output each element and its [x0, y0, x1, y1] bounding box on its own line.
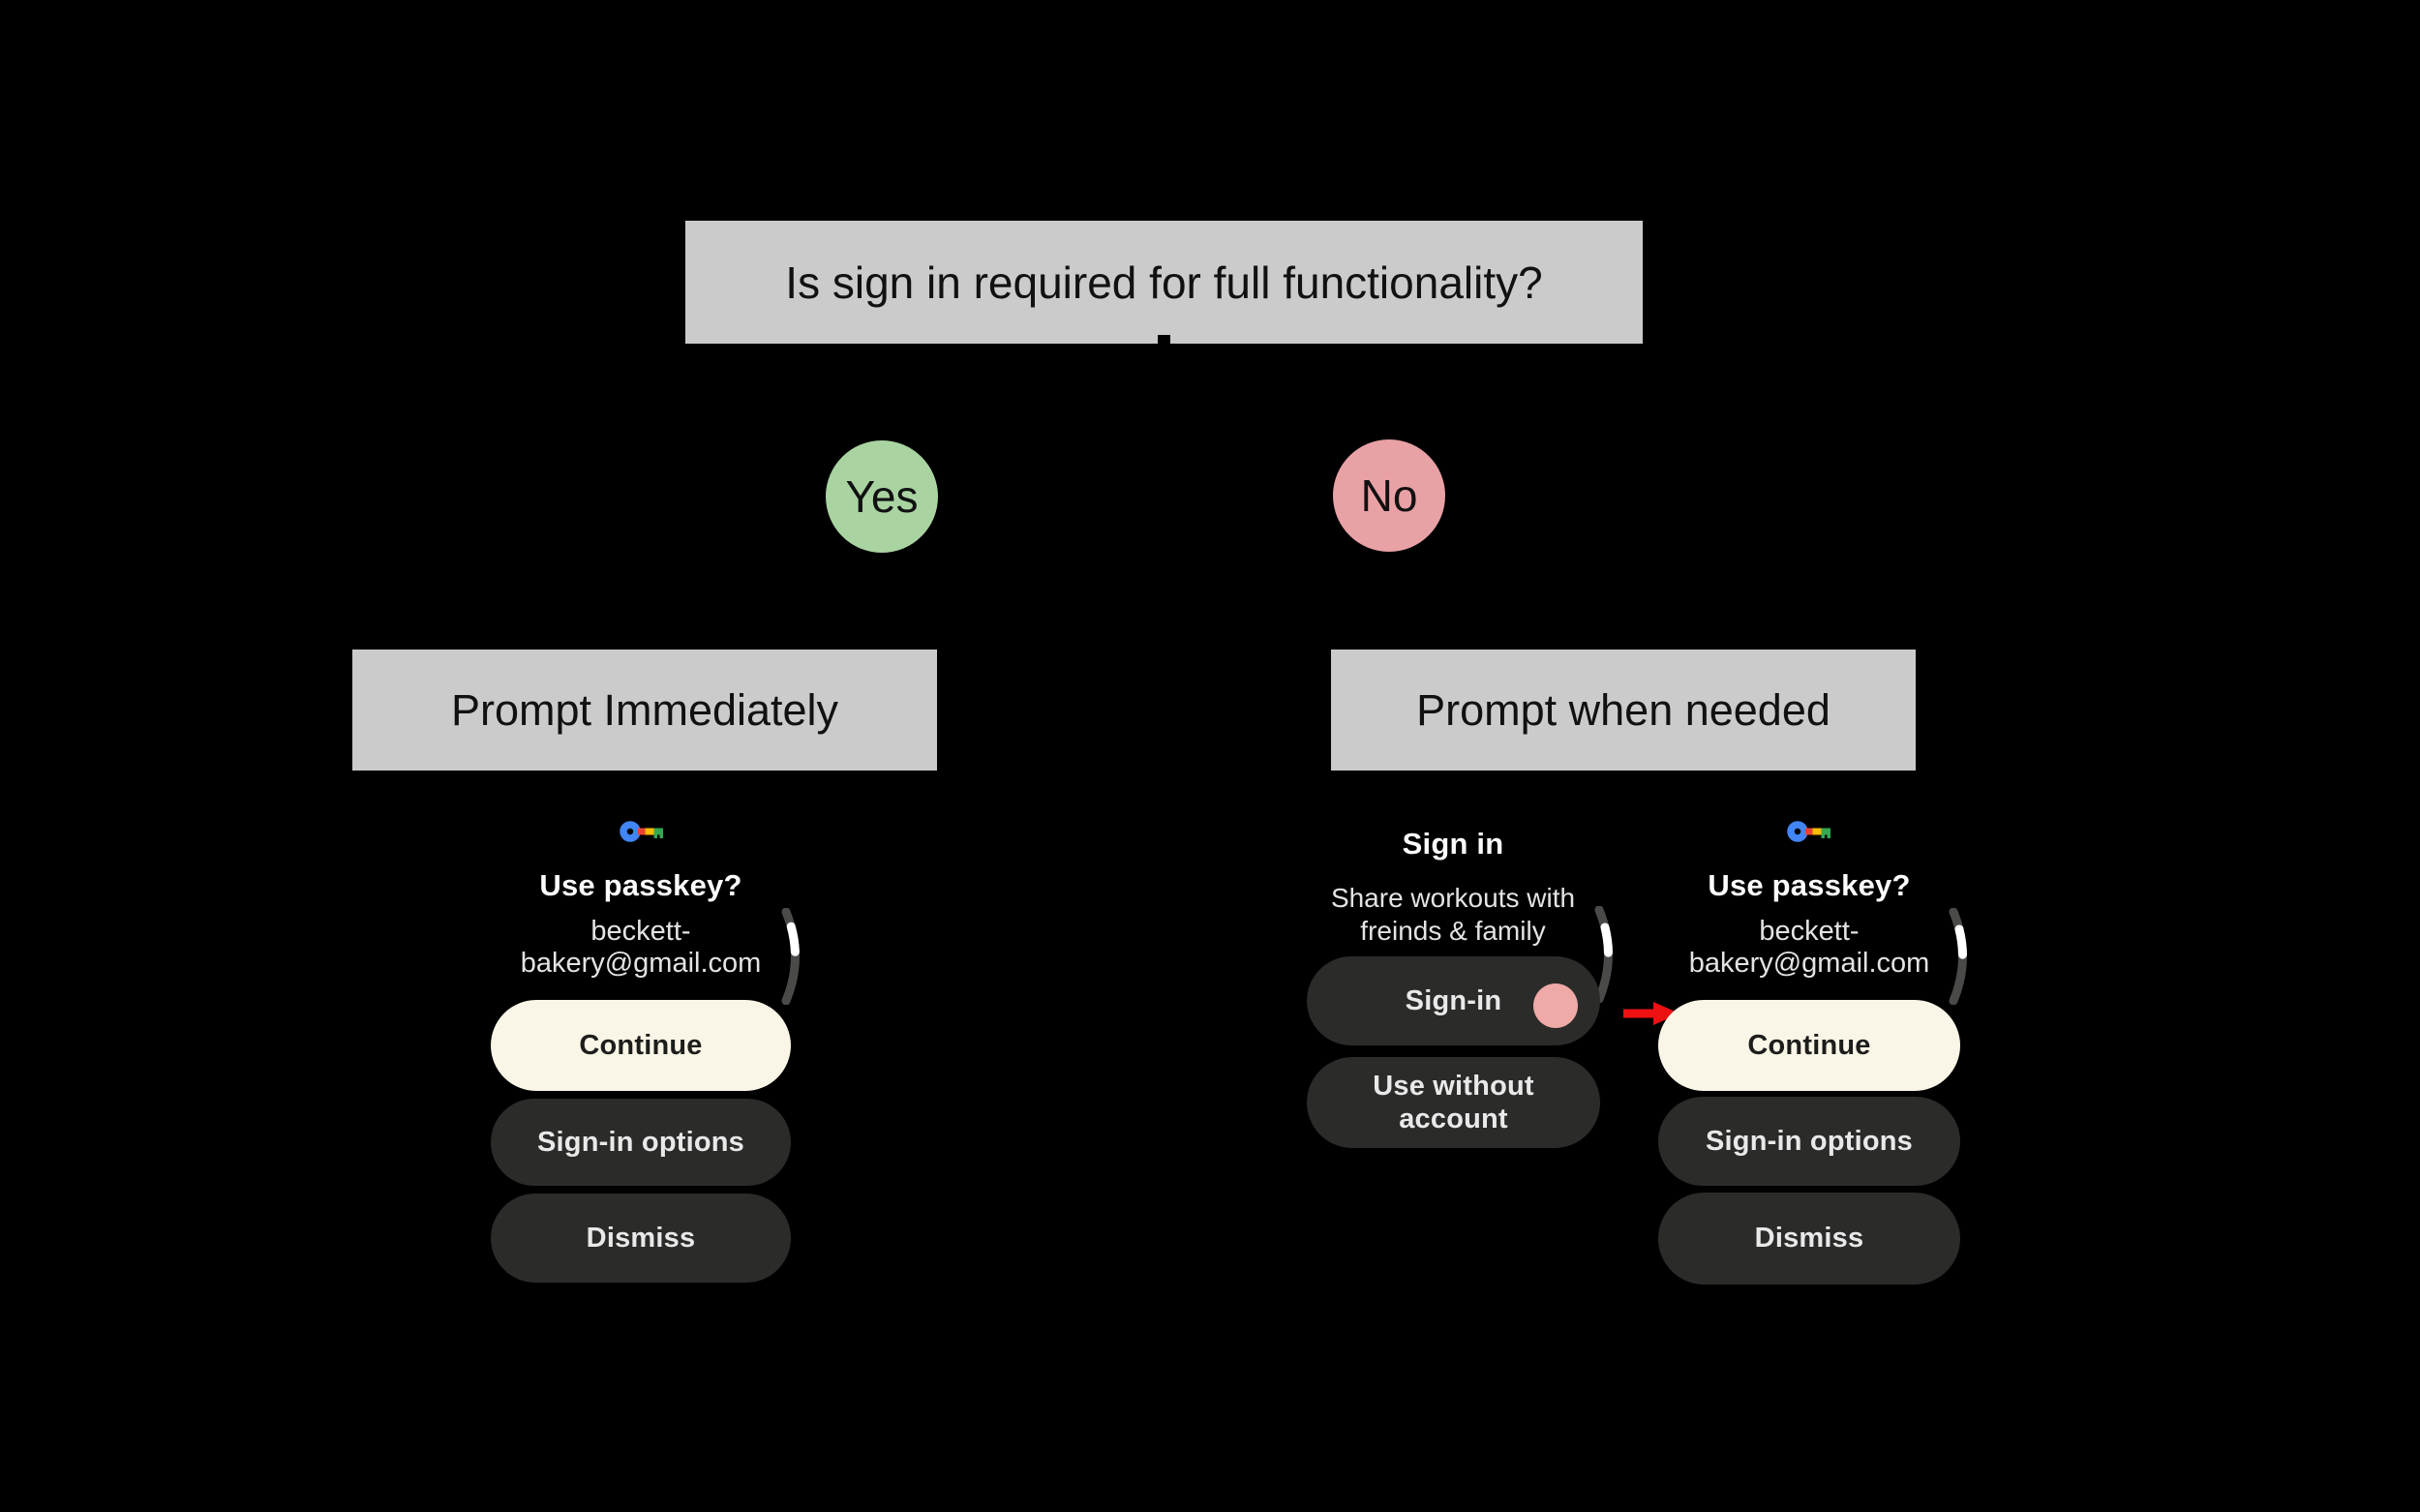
passkey-key-icon — [620, 821, 663, 842]
email-line1: beckett- — [590, 916, 691, 947]
use-without-account-label: Use without account — [1373, 1071, 1534, 1134]
use-without-account-button[interactable]: Use without account — [1307, 1057, 1600, 1148]
yes-label: Yes — [845, 471, 919, 522]
branch-box-prompt-when-needed: Prompt when needed — [1331, 650, 1916, 771]
dismiss-button[interactable]: Dismiss — [1658, 1193, 1960, 1285]
branch-box-prompt-immediately: Prompt Immediately — [352, 650, 937, 771]
sign-in-options-button[interactable]: Sign-in options — [1658, 1097, 1960, 1186]
question-box: Is sign in required for full functionali… — [685, 221, 1643, 344]
email-line1: beckett- — [1759, 916, 1860, 947]
scroll-indicator — [1594, 906, 1613, 1003]
sign-in-subtitle: Share workouts with freinds & family — [1293, 882, 1613, 948]
dismiss-button[interactable]: Dismiss — [491, 1194, 791, 1283]
question-text: Is sign in required for full functionali… — [785, 257, 1543, 308]
sign-in-title: Sign in — [1402, 827, 1504, 861]
branch-yes-text: Prompt Immediately — [450, 684, 839, 735]
account-email: beckett- bakery@gmail.com — [1649, 916, 1969, 980]
email-line2: bakery@gmail.com — [520, 948, 762, 979]
sign-in-label: Sign-in — [1405, 984, 1502, 1016]
continue-button[interactable]: Continue — [491, 1000, 791, 1091]
scroll-indicator — [781, 908, 800, 1005]
continue-label: Continue — [579, 1029, 703, 1061]
dismiss-label: Dismiss — [586, 1222, 696, 1254]
dismiss-label: Dismiss — [1754, 1223, 1864, 1254]
continue-label: Continue — [1747, 1029, 1871, 1061]
no-node: No — [1333, 439, 1445, 552]
scroll-indicator — [1949, 908, 1967, 1005]
sign-in-options-button[interactable]: Sign-in options — [491, 1099, 791, 1186]
continue-button[interactable]: Continue — [1658, 1000, 1960, 1091]
account-email: beckett- bakery@gmail.com — [481, 916, 801, 980]
sign-in-options-label: Sign-in options — [536, 1126, 744, 1158]
no-label: No — [1360, 470, 1418, 521]
sign-in-options-label: Sign-in options — [1705, 1125, 1913, 1157]
subtitle-line1: Share workouts with — [1330, 883, 1576, 913]
passkey-title: Use passkey? — [539, 868, 742, 902]
connector-stub — [1158, 335, 1170, 344]
passkey-title: Use passkey? — [1708, 868, 1911, 902]
branch-no-text: Prompt when needed — [1416, 684, 1830, 735]
email-line2: bakery@gmail.com — [1688, 948, 1930, 979]
passkey-key-icon — [1787, 821, 1830, 842]
flow-arrow-icon — [1623, 1002, 1679, 1025]
tap-indicator — [1533, 983, 1578, 1028]
yes-node: Yes — [826, 440, 938, 553]
subtitle-line2: freinds & family — [1360, 916, 1546, 946]
